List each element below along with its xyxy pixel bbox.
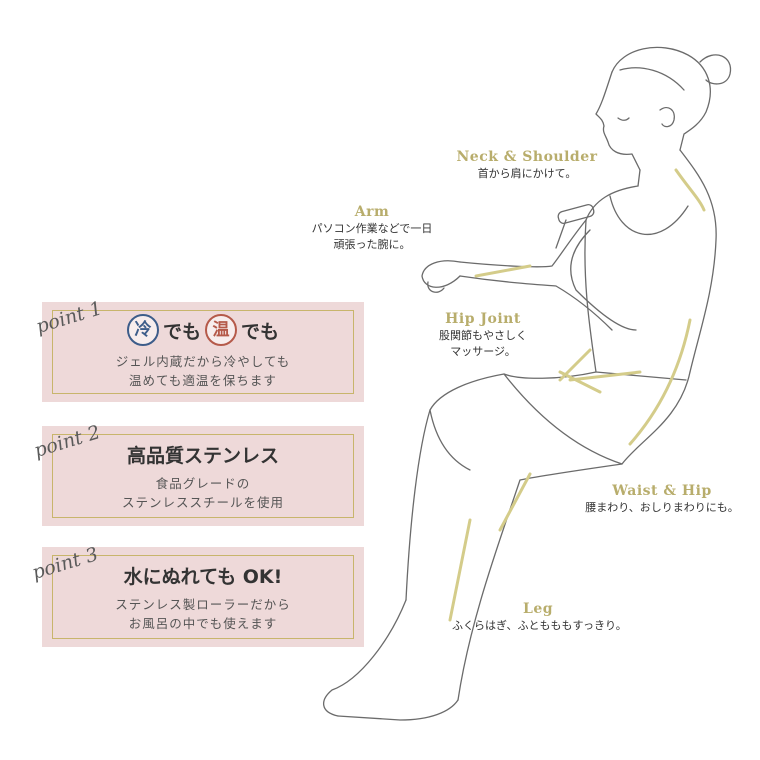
waist-desc: 腰まわり、おしりまわりにも。 — [585, 501, 739, 514]
point-2-frame: 高品質ステンレス 食品グレードの ステンレススチールを使用 — [52, 434, 354, 518]
shin-back — [337, 699, 459, 721]
inner-leg — [429, 409, 471, 471]
back-arm — [570, 229, 637, 331]
hip-joint-desc-1: 股関節もやさしく — [439, 329, 527, 342]
neck — [637, 169, 641, 187]
face-profile — [595, 71, 641, 171]
hair-line — [619, 67, 685, 91]
point-2-desc-1: 食品グレードの — [155, 475, 251, 491]
point-1-desc-2: 温めても適温を保ちます — [129, 373, 277, 388]
head-outline — [611, 46, 711, 151]
arm-title: Arm — [354, 204, 390, 220]
arm-arrow — [474, 264, 532, 278]
fist — [427, 281, 445, 293]
hip-arrow-3 — [558, 370, 602, 394]
point-1-title: 冷 でも 温 でも — [126, 314, 280, 346]
forearm — [459, 275, 613, 331]
hip-joint-title: Hip Joint — [445, 311, 521, 327]
neck-title: Neck & Shoulder — [456, 149, 598, 165]
point-1-desc-1: ジェル内蔵だから冷やしても — [115, 354, 291, 369]
point-1-frame: 冷 でも 温 でも ジェル内蔵だから冷やしても 温めても適温を保ちます — [52, 310, 354, 394]
leg-desc: ふくらはぎ、ふともももすっきり。 — [452, 619, 627, 632]
point-1-box: 冷 でも 温 でも ジェル内蔵だから冷やしても 温めても適温を保ちます — [42, 302, 364, 402]
hip-joint-desc-2: マッサージ。 — [450, 345, 516, 358]
arm-desc-2: 頑張った腕に。 — [333, 238, 411, 251]
hand — [421, 260, 461, 288]
roller-handle — [555, 219, 567, 249]
tank-top — [584, 195, 689, 381]
leg-title: Leg — [522, 601, 554, 617]
point-2-title: 高品質ステンレス — [126, 444, 279, 467]
neck-desc: 首から肩にかけて。 — [477, 167, 577, 180]
back — [679, 149, 717, 373]
waist-title: Waist & Hip — [612, 483, 712, 499]
point-2-box: 高品質ステンレス 食品グレードの ステンレススチールを使用 — [42, 426, 364, 526]
leg-arrow-1 — [448, 518, 472, 622]
eye — [617, 117, 630, 121]
point-1-demo-2: でも — [241, 320, 280, 343]
neck-arrow — [674, 168, 706, 212]
label-neck-shoulder: Neck & Shoulder 首から肩にかけて。 — [436, 148, 618, 182]
point-3-box: 水にぬれても OK! ステンレス製ローラーだから お風呂の中でも使えます — [42, 547, 364, 647]
shoulder — [585, 185, 639, 221]
point-3-desc-2: お風呂の中でも使えます — [128, 615, 278, 631]
point-1-desc: ジェル内蔵だから冷やしても 温めても適温を保ちます — [116, 352, 291, 390]
hip-arrow-2 — [568, 370, 642, 382]
point-2-desc-2: ステンレススチールを使用 — [121, 494, 284, 510]
point-2-desc: 食品グレードの ステンレススチールを使用 — [122, 474, 284, 512]
point-3-title: 水にぬれても OK! — [123, 565, 283, 588]
shorts — [503, 371, 691, 465]
ear — [659, 106, 675, 128]
cold-badge: 冷 — [126, 314, 159, 346]
warm-badge: 温 — [205, 314, 237, 346]
arm-desc-1: パソコン作業などで一日 — [311, 222, 433, 235]
point-3-frame: 水にぬれても OK! ステンレス製ローラーだから お風呂の中でも使えます — [52, 555, 354, 639]
hair-bun — [699, 54, 732, 85]
point-3-desc: ステンレス製ローラーだから お風呂の中でも使えます — [115, 595, 291, 633]
label-hip-joint: Hip Joint 股関節もやさしく マッサージ。 — [428, 310, 538, 360]
leg-arrow-2 — [498, 472, 532, 532]
front-thigh — [405, 373, 505, 601]
label-waist-hip: Waist & Hip 腰まわり、おしりまわりにも。 — [582, 482, 742, 516]
point-3-desc-1: ステンレス製ローラーだから — [115, 596, 291, 612]
shin-front — [323, 599, 407, 717]
roller-tool — [557, 204, 595, 224]
label-arm: Arm パソコン作業などで一日 頑張った腕に。 — [292, 203, 452, 253]
back-thigh — [457, 463, 623, 701]
upper-arm — [459, 219, 587, 268]
label-leg: Leg ふくらはぎ、ふともももすっきり。 — [452, 600, 627, 634]
point-1-demo-1: でも — [162, 320, 201, 343]
waist-arrow — [628, 318, 692, 446]
